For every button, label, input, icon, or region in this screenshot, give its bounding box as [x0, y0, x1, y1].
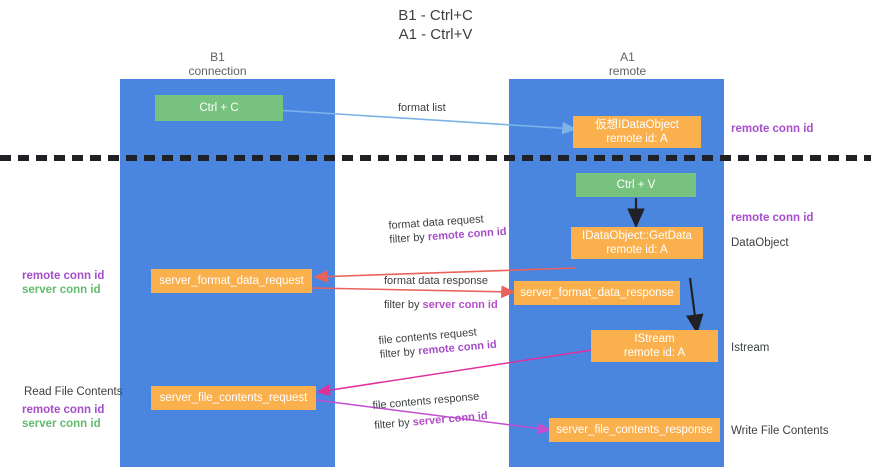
column-b1-name: B1	[210, 50, 225, 64]
node-getdata-line-1: IDataObject::GetData	[582, 230, 692, 242]
column-header-a1: A1 remote	[550, 50, 705, 78]
annotation-remote-conn-id: remote conn id	[731, 212, 814, 224]
annotation-server-conn-id: server conn id	[22, 284, 101, 296]
annotation-read-file-contents-label: Read File Contents	[24, 386, 123, 398]
annotation-right-dataobject: DataObject	[731, 236, 789, 250]
filter-key-remote-conn-id: remote conn id	[427, 225, 507, 244]
edge-label-file-contents-request: file contents request filter by remote c…	[378, 324, 497, 362]
title-line-1: B1 - Ctrl+C	[398, 7, 473, 24]
annotation-remote-conn-id: remote conn id	[22, 270, 105, 282]
node-virtual-idataobject-line-2: remote id: A	[606, 133, 668, 145]
edge-label-format-data-request: format data request filter by remote con…	[388, 211, 507, 247]
node-server-file-contents-response-label: server_file_contents_response	[556, 424, 713, 436]
filter-key-server-conn-id: server conn id	[422, 299, 498, 311]
node-server-format-data-response[interactable]: server_format_data_response	[514, 281, 680, 305]
node-server-format-data-request-label: server_format_data_request	[159, 275, 304, 287]
column-a1-name: A1	[620, 50, 635, 64]
edge-label-format-list: format list	[398, 102, 446, 114]
node-ctrl-c[interactable]: Ctrl + C	[155, 95, 283, 121]
edge-label-format-data-response-main: format data response	[384, 275, 488, 287]
edge-label-file-contents-response-main: file contents response	[372, 390, 480, 412]
node-server-file-contents-request[interactable]: server_file_contents_request	[151, 386, 316, 410]
annotation-left-bottom: remote conn id server conn id	[22, 403, 104, 431]
annotation-remote-conn-id: remote conn id	[731, 123, 814, 135]
edge-label-file-contents-response-filter: filter by server conn id	[374, 409, 489, 433]
column-b1-role: connection	[188, 64, 247, 78]
node-istream-line-1: IStream	[634, 333, 675, 345]
node-istream[interactable]: IStream remote id: A	[591, 330, 718, 362]
annotation-right-top: remote conn id	[731, 122, 813, 136]
filter-prefix: filter by	[389, 231, 429, 246]
annotation-right-mid-remote: remote conn id	[731, 211, 813, 225]
node-server-format-data-request[interactable]: server_format_data_request	[151, 269, 312, 293]
node-virtual-idataobject[interactable]: 仮想IDataObject remote id: A	[573, 116, 701, 148]
node-virtual-idataobject-line-1: 仮想IDataObject	[595, 119, 679, 131]
node-getdata-line-2: remote id: A	[606, 244, 668, 256]
edge-label-format-data-response: format data response filter by server co…	[384, 274, 498, 312]
column-a1-role: remote	[608, 64, 647, 78]
node-ctrl-v[interactable]: Ctrl + V	[576, 173, 696, 197]
filter-prefix: filter by	[373, 416, 414, 432]
filter-key-server-conn-id: server conn id	[412, 410, 489, 429]
node-server-format-data-response-label: server_format_data_response	[520, 287, 674, 299]
title-line-2: A1 - Ctrl+V	[398, 26, 473, 43]
node-idataobject-getdata[interactable]: IDataObject::GetData remote id: A	[571, 227, 703, 259]
phase-divider	[0, 155, 871, 161]
node-server-file-contents-response[interactable]: server_file_contents_response	[549, 418, 720, 442]
node-istream-line-2: remote id: A	[623, 347, 686, 359]
node-ctrl-c-line-1: Ctrl + C	[199, 102, 239, 114]
annotation-remote-conn-id: remote conn id	[22, 404, 105, 416]
filter-prefix: filter by	[379, 345, 419, 361]
edge-label-format-data-response-filter: filter by server conn id	[384, 298, 498, 312]
annotation-dataobject-label: DataObject	[731, 237, 789, 249]
page-title: B1 - Ctrl+C A1 - Ctrl+V	[0, 6, 871, 44]
node-ctrl-v-line-1: Ctrl + V	[616, 179, 656, 191]
column-header-b1: B1 connection	[140, 50, 295, 78]
annotation-server-conn-id: server conn id	[22, 418, 101, 430]
annotation-right-write-file-contents: Write File Contents	[731, 424, 829, 438]
annotation-istream-label: Istream	[731, 342, 770, 354]
annotation-left-mid: remote conn id server conn id	[22, 269, 104, 297]
node-server-file-contents-request-label: server_file_contents_request	[159, 392, 308, 404]
annotation-right-istream: Istream	[731, 341, 769, 355]
filter-prefix: filter by	[384, 299, 423, 311]
annotation-left-read-file-contents: Read File Contents	[24, 385, 122, 399]
edge-label-file-contents-response: file contents response filter by server …	[372, 389, 488, 433]
annotation-write-file-contents-label: Write File Contents	[731, 425, 829, 437]
